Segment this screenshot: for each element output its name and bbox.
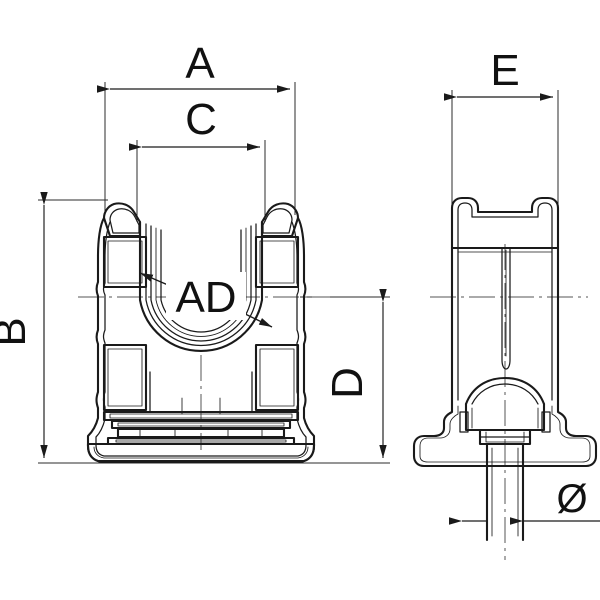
dimension-ad: AD — [139, 272, 273, 328]
dimension-diameter: Ø — [449, 477, 600, 525]
dimension-e: E — [444, 46, 553, 101]
dimension-b: B — [0, 192, 48, 458]
dimension-a-label: A — [185, 39, 215, 88]
dimension-diameter-label: Ø — [556, 477, 587, 521]
dimension-c-label: C — [185, 95, 217, 144]
clamp-body-front — [86, 202, 316, 464]
dimension-d: D — [323, 289, 387, 458]
dimension-e-label: E — [490, 46, 519, 95]
front-view: A C B D — [0, 39, 390, 464]
clamp-body-side — [412, 196, 598, 542]
dimension-ad-label: AD — [175, 273, 236, 322]
side-view: E Ø — [412, 46, 600, 560]
dimension-b-label: B — [0, 317, 35, 346]
dimension-c: C — [129, 95, 260, 151]
dimension-a: A — [97, 39, 290, 93]
dimension-d-label: D — [323, 367, 372, 399]
